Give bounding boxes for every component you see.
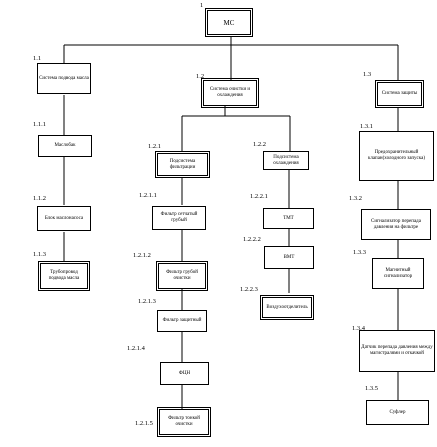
node-label: Сигнализатор перепада давления на фильтр… [371, 218, 421, 230]
node-coarse-filter[interactable]: Фильтр грубой очистки [156, 261, 208, 291]
node-number-1-3-4: 1.3.4 [352, 325, 365, 332]
node-number-1-2-2-3: 1.2.2.3 [240, 286, 258, 293]
node-label: Предохранительный клапан(холодного запус… [367, 150, 426, 161]
node-number-1-1-1: 1.1.1 [33, 121, 46, 128]
node-ms[interactable]: МС [205, 8, 253, 37]
node-number-1-3-5: 1.3.5 [365, 385, 378, 392]
node-protection-system[interactable]: Система защиты [375, 80, 424, 108]
node-oil-supply-system[interactable]: Система подвода масла [37, 63, 91, 94]
node-cooling-subsystem[interactable]: Подсистема охлаждения [263, 151, 309, 170]
node-number-1-3-1: 1.3.1 [360, 123, 373, 130]
node-label: Магнитный сигнализатор [383, 267, 413, 279]
node-label: Трубопровод подвода масла [48, 270, 80, 281]
node-number-1-3-3: 1.3.3 [353, 249, 366, 256]
node-number-1-3: 1.3 [363, 71, 372, 78]
node-label: Датчик перепада давления между магистрал… [361, 345, 433, 356]
node-label: Система подвода масла [39, 75, 89, 81]
node-number-1-1-3: 1.1.3 [33, 251, 46, 258]
node-number-1-2-1-4: 1.2.1.4 [127, 345, 145, 352]
node-cleaning-cooling-system[interactable]: Система очистки и охлаждения [201, 78, 259, 108]
node-number-1-2-1-1: 1.2.1.1 [139, 192, 157, 199]
node-number-1-2-2-2: 1.2.2.2 [243, 236, 261, 243]
node-pressure-diff-sensor[interactable]: Датчик перепада давления между магистрал… [359, 330, 435, 372]
node-protective-filter[interactable]: Фильтр защитный [157, 310, 207, 332]
node-label: Подсистема фильтрации [169, 158, 196, 170]
node-number-1-1-2: 1.1.2 [33, 195, 46, 202]
node-fine-filter[interactable]: Фильтр тонкой очистки [157, 407, 211, 437]
node-label: Суфлер [389, 409, 406, 415]
node-label: Подсистема охлаждения [273, 154, 299, 166]
node-oil-pump-unit[interactable]: Блок маслонасоса [37, 206, 91, 231]
node-number-1-2-1: 1.2.1 [148, 143, 161, 150]
node-number-1-3-2: 1.3.2 [349, 195, 362, 202]
node-number-1-2-1-5: 1.2.1.5 [135, 420, 153, 427]
node-label: Блок маслонасоса [44, 215, 84, 221]
node-vmt[interactable]: ВМТ [264, 246, 314, 269]
node-tmt[interactable]: ТМТ [263, 208, 314, 229]
node-number-1-1: 1.1 [33, 55, 42, 62]
node-breather[interactable]: Суфлер [366, 400, 429, 425]
node-mesh-filter[interactable]: Фильтр сетчатый грубый [152, 206, 206, 230]
node-label: МС [223, 18, 235, 27]
node-label: Система очистки и охлаждения [209, 87, 251, 98]
node-number-1: 1 [200, 2, 204, 9]
node-label: Фильтр защитный [162, 318, 202, 323]
node-label: ФЦН [178, 370, 191, 376]
node-fcn[interactable]: ФЦН [160, 362, 209, 385]
node-number-1-2-2: 1.2.2 [253, 141, 266, 148]
node-relief-valve[interactable]: Предохранительный клапан(холодного запус… [359, 131, 434, 181]
node-label: Фильтр тонкой очистки [168, 416, 200, 427]
node-filter-pressure-drop-alarm[interactable]: Сигнализатор перепада давления на фильтр… [361, 209, 431, 240]
node-label: Фильтр сетчатый грубый [160, 212, 198, 223]
node-filtration-subsystem[interactable]: Подсистема фильтрации [155, 151, 210, 178]
node-air-separator[interactable]: Воздухоотделитель [260, 295, 314, 320]
node-number-1-2-1-2: 1.2.1.2 [133, 252, 151, 259]
node-number-1-2-1-3: 1.2.1.3 [138, 298, 156, 305]
node-oil-tank[interactable]: Маслобак [38, 135, 92, 157]
node-number-1-2: 1.2 [196, 73, 205, 80]
node-oil-supply-pipeline[interactable]: Трубопровод подвода масла [38, 261, 90, 291]
node-magnetic-alarm[interactable]: Магнитный сигнализатор [372, 258, 424, 289]
node-label: Фильтр грубой очистки [166, 270, 198, 281]
node-label: Воздухоотделитель [266, 304, 308, 310]
node-label: Система защиты [381, 91, 418, 96]
node-label: ВМТ [283, 254, 295, 260]
node-label: ТМТ [283, 215, 294, 221]
node-number-1-2-2-1: 1.2.2.1 [250, 193, 268, 200]
node-label: Маслобак [54, 143, 76, 148]
